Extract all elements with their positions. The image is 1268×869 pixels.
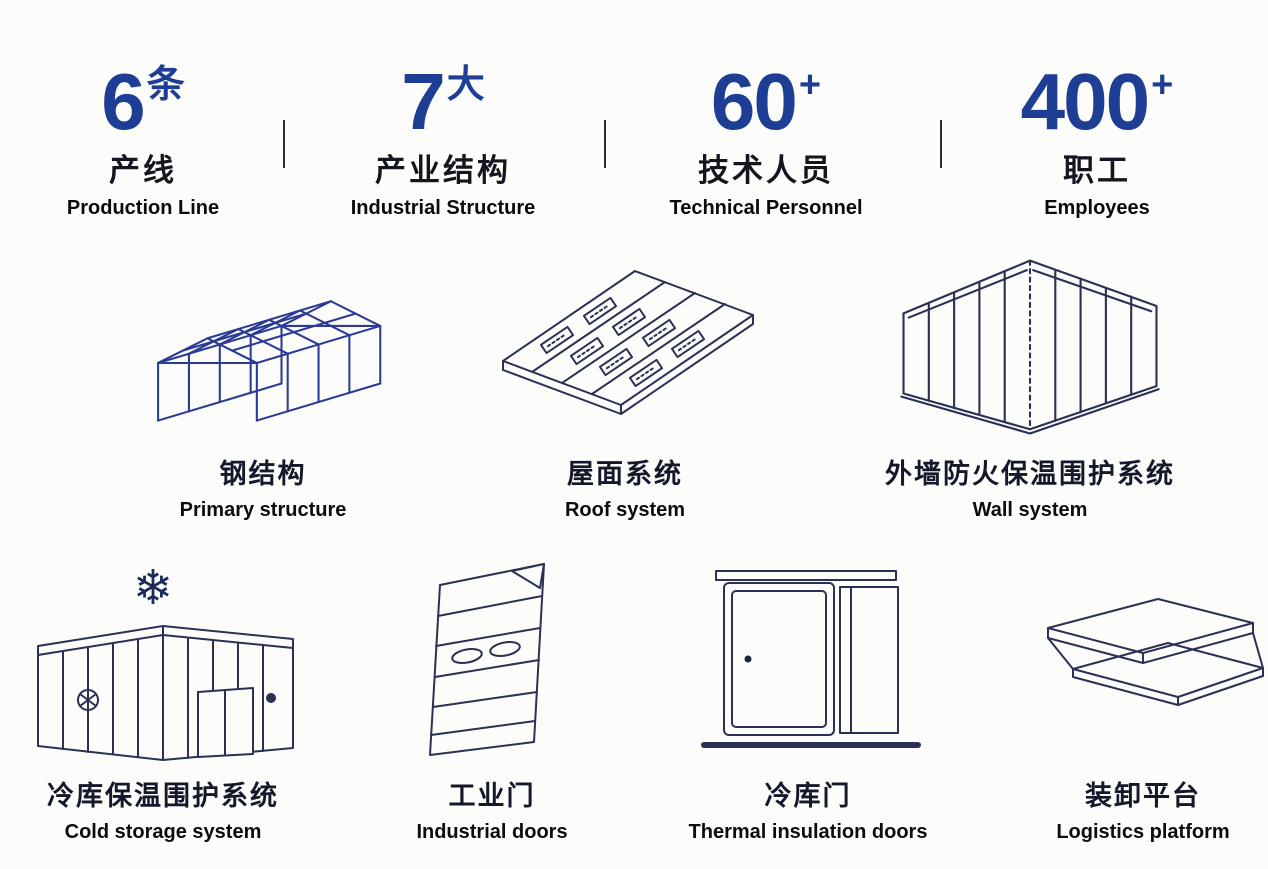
snowflake-icon: ❄ bbox=[133, 562, 173, 615]
stat-label-cn: 技术人员 bbox=[698, 153, 834, 188]
stat-label-cn: 职工 bbox=[1063, 153, 1131, 188]
stat-number-text: 60 bbox=[710, 57, 798, 146]
steel-structure-icon bbox=[157, 299, 382, 422]
stat-unit: + bbox=[798, 64, 822, 106]
stat-value: 6条 bbox=[13, 44, 273, 143]
category-card-industrial-doors: 工业门 Industrial doors bbox=[332, 550, 652, 844]
category-label-cn: 外墙防火保温围护系统 bbox=[885, 459, 1175, 489]
stat-number-text: 400 bbox=[1020, 57, 1150, 146]
stat-production-lines: 6条 产线 Production Line bbox=[13, 44, 273, 220]
category-label-cn: 工业门 bbox=[448, 781, 536, 811]
stat-label-en: Industrial Structure bbox=[350, 197, 536, 219]
cold-storage-door-icon bbox=[701, 569, 921, 748]
category-card-cold-storage: ❄ 冷库保温围护系统 Cold storage system bbox=[3, 550, 323, 844]
stat-number-text: 6 bbox=[101, 57, 145, 146]
stat-value: 7大 bbox=[313, 44, 573, 143]
stat-unit: 条 bbox=[146, 64, 185, 106]
category-card-roof-system: 屋面系统 Roof system bbox=[445, 248, 805, 522]
illustration-wrap bbox=[83, 248, 443, 443]
category-label-cn: 钢结构 bbox=[219, 459, 307, 489]
category-label-cn: 装卸平台 bbox=[1085, 781, 1201, 811]
category-label-en: Logistics platform bbox=[1056, 821, 1230, 843]
category-label-en: Roof system bbox=[564, 499, 686, 521]
category-label-cn: 冷库保温围护系统 bbox=[47, 781, 279, 811]
cold-storage-icon: ❄ bbox=[37, 562, 294, 761]
category-label-en: Industrial doors bbox=[416, 821, 568, 843]
roof-system-icon bbox=[502, 270, 754, 415]
illustration-wrap bbox=[983, 550, 1268, 765]
stat-value: 400+ bbox=[967, 44, 1227, 143]
stat-label-en: Production Line bbox=[66, 197, 220, 219]
stat-label-cn: 产业结构 bbox=[375, 153, 511, 188]
stat-label-en: Technical Personnel bbox=[669, 197, 863, 219]
category-card-primary-structure: 钢结构 Primary structure bbox=[83, 248, 443, 522]
stat-employees: 400+ 职工 Employees bbox=[967, 44, 1227, 220]
category-label-en: Cold storage system bbox=[64, 821, 262, 843]
wall-system-icon bbox=[900, 259, 1160, 435]
stat-number-text: 7 bbox=[401, 57, 445, 146]
loading-platform-icon bbox=[1047, 597, 1264, 706]
category-card-logistics-platform: 装卸平台 Logistics platform bbox=[983, 550, 1268, 844]
stat-value: 60+ bbox=[636, 44, 896, 143]
stat-label-en: Employees bbox=[1044, 197, 1150, 219]
stat-divider bbox=[283, 120, 285, 168]
illustration-wrap bbox=[445, 248, 805, 443]
illustration-wrap: ❄ bbox=[3, 550, 323, 765]
stat-label-cn: 产线 bbox=[109, 153, 177, 188]
stat-unit: + bbox=[1151, 64, 1174, 106]
category-card-thermal-doors: 冷库门 Thermal insulation doors bbox=[648, 550, 968, 844]
category-label-en: Wall system bbox=[972, 499, 1088, 521]
stat-industrial-structure: 7大 产业结构 Industrial Structure bbox=[313, 44, 573, 220]
category-label-en: Primary structure bbox=[179, 499, 347, 521]
stat-unit: 大 bbox=[446, 64, 485, 106]
stat-technical-personnel: 60+ 技术人员 Technical Personnel bbox=[636, 44, 896, 220]
illustration-wrap bbox=[332, 550, 652, 765]
category-label-en: Thermal insulation doors bbox=[688, 821, 928, 843]
category-card-wall-system: 外墙防火保温围护系统 Wall system bbox=[850, 248, 1210, 522]
stat-divider bbox=[940, 120, 942, 168]
category-label-cn: 屋面系统 bbox=[567, 459, 683, 489]
illustration-wrap bbox=[648, 550, 968, 765]
illustration-wrap bbox=[850, 248, 1210, 443]
category-label-cn: 冷库门 bbox=[764, 781, 852, 811]
stat-divider bbox=[604, 120, 606, 168]
industrial-door-icon bbox=[429, 563, 545, 756]
